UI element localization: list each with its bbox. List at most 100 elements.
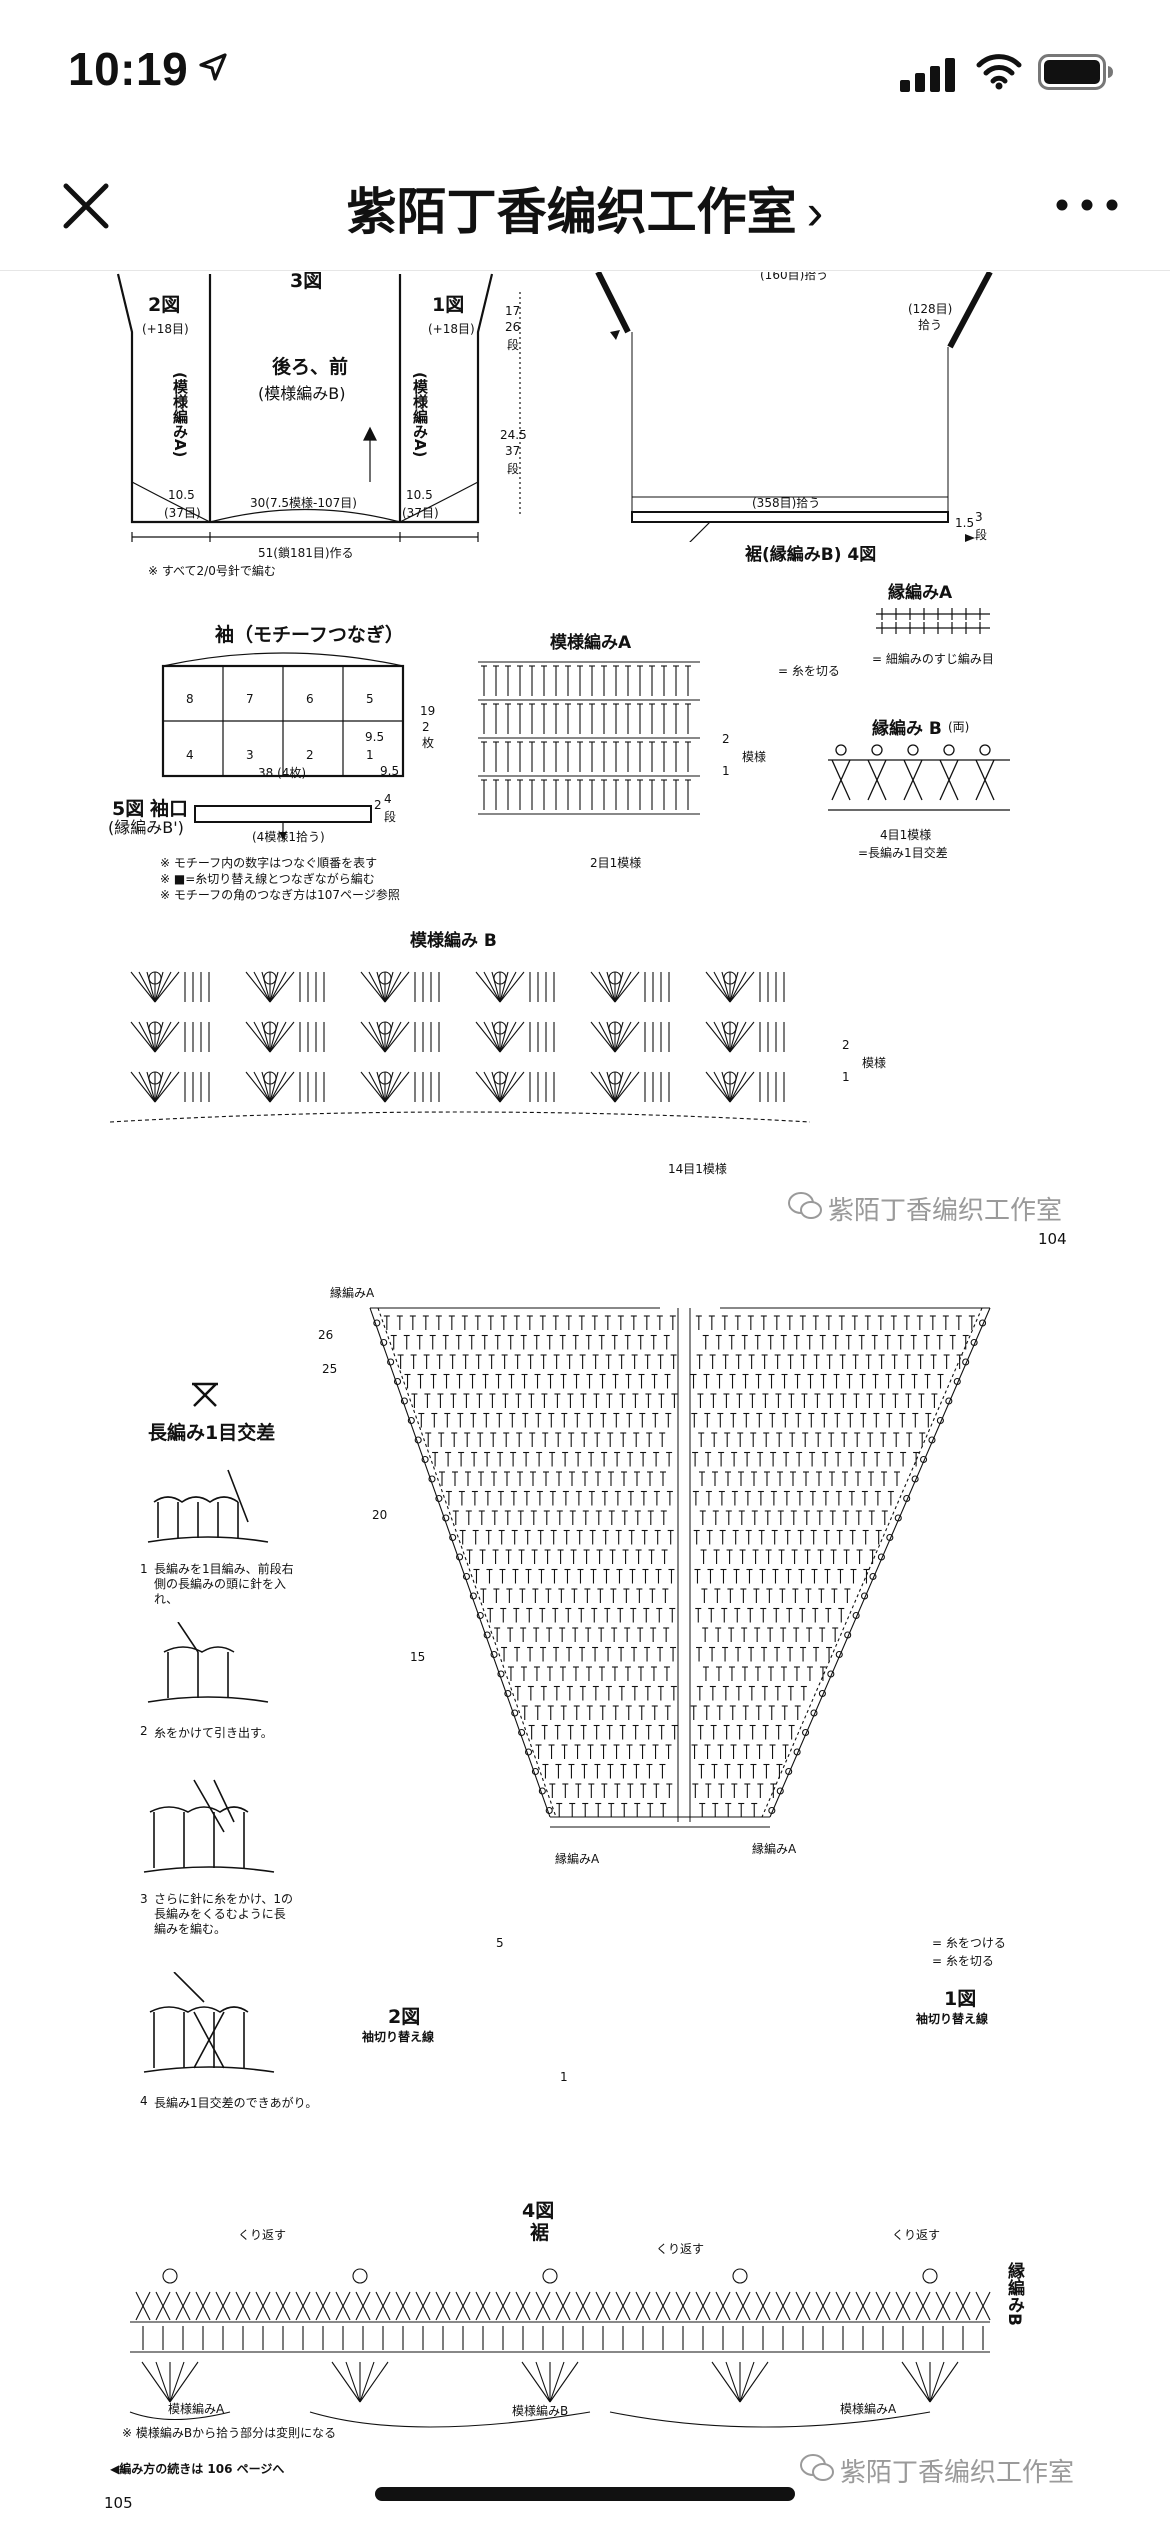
cut-legend: = 糸を切る [778,664,840,678]
motif-8: 8 [186,692,194,706]
wechat-icon [800,2454,834,2481]
edge-b-chart [828,744,1010,811]
sleeve-width: 38 (4枚) [258,766,307,780]
edge-a-chart [876,608,990,634]
panel-2-chart-label: 2図 [388,2006,421,2028]
row-mark-20: 20 [372,1508,388,1522]
edge-a-title: 縁編みA [888,583,953,603]
sleeve-chart [369,1307,991,1828]
hem-chart-number: 4図 [522,2200,555,2222]
pattern-b-r2: 2 [842,1038,850,1052]
hem-dim-15: 1.5 [955,516,975,530]
hem-rows: 段 [975,528,988,542]
tutorial-step-2-text: 糸をかけて引き出す。 [154,1726,273,1740]
account-title[interactable]: 紫陌丁香编织工作室› [0,172,1170,244]
motif-4: 4 [186,748,194,762]
sleeve-note-1: ※ モチーフ内の数字はつなぐ順番を表す [160,856,378,870]
pattern-b-chart [109,971,811,1123]
page-number-105: 105 [104,2494,133,2512]
cuff-number: 5図 [112,798,145,820]
edge-b-title: 縁編み B [872,719,942,739]
pattern-a-repeat: 2目1模様 [590,856,642,870]
continue-note: ◀編み方の続きは 106 ページへ [110,2462,285,2476]
cuff-count: (4模様1拾う) [252,830,325,844]
note-hook: ※ すべて2/0号針で編む [148,564,276,578]
row-mark-15: 15 [410,1650,426,1664]
plus18-left: (+18目) [142,322,189,336]
tutorial-step-1-number: 1 [140,1562,148,1576]
hem-chart-title: 裾 [530,2222,550,2244]
sleeve-dim-2: 2 [422,720,430,734]
page-number-104: 104 [1038,1230,1067,1248]
tutorial-step-3-illustration [143,1779,275,1873]
tutorial-step-1-illustration [147,1469,269,1543]
motif-5: 5 [366,692,374,706]
dim-26: 26 [505,320,521,334]
tutorial-step-1-text: 長編みを1目編み、前段右側の長編みの頭に針を入れ、 [154,1562,294,1606]
hem-pattern-a-left: 模様編みA [168,2402,225,2416]
pattern-b-side: 模様 [862,1056,887,1070]
sleeve-dim-19: 19 [420,704,436,718]
pattern-a-side: 模様 [742,750,767,764]
sleeve-dim-95b: 9.5 [380,764,400,778]
row-mark-25: 25 [322,1362,338,1376]
watermark-104: 紫陌丁香编织工作室 [828,1196,1063,1226]
account-name: 紫陌丁香编织工作室 [346,183,797,241]
pattern-b-title: 模様編み B [410,931,497,951]
hem-pattern-a-right: 模様編みA [840,2402,897,2416]
tutorial-step-2-illustration [147,1622,269,1703]
cuff-label: 袖口 [150,798,189,820]
panel-2-label: 2図 [148,294,181,316]
home-indicator [375,2487,795,2501]
tutorial-step-4-illustration [143,1972,275,2073]
motif-7: 7 [246,692,254,706]
row-mark-5: 5 [496,1936,504,1950]
motif-1: 1 [366,748,374,762]
location-arrow-icon [199,53,227,81]
width-left-1: 10.5 [168,488,195,502]
width-left-2: (37目) [164,506,201,520]
edge-b-cross-legend: =長編み1目交差 [858,846,948,860]
pattern-b-repeat: 14目1模様 [668,1162,727,1176]
plus18-right: (+18目) [428,322,475,336]
hem-title: 裾(縁編みB) 4図 [745,545,877,565]
tutorial-step-4-number: 4 [140,2094,148,2108]
wechat-icon [788,1192,822,1219]
cuff-pattern: (縁編みB') [108,818,184,837]
hem-pattern-b: 模様編みB [512,2404,569,2418]
hem-top-count: (160目)拾う [760,272,829,282]
status-bar: 10:19 [0,0,1170,150]
pattern-a-r2: 2 [722,732,730,746]
sleeve-schematic [161,652,405,840]
status-time: 10:19 [68,43,189,95]
tutorial-step-2-number: 2 [140,1724,148,1738]
row-mark-26: 26 [318,1328,334,1342]
nav-bar: 紫陌丁香编织工作室› [0,150,1170,271]
dim-rows: 段 [507,338,520,352]
hem-repeat-1: くり返す [238,2228,287,2242]
sleeve-dim-sheets: 枚 [422,736,435,750]
panel-2-sub: 袖切り替え線 [362,2030,435,2044]
edge-b-repeat: 4目1模様 [880,828,932,842]
edge-a-legend: = 細編みのすじ編み目 [872,652,994,666]
close-icon[interactable] [56,176,116,236]
dim-17: 17 [505,304,521,318]
hem-schematic [595,272,993,542]
panel-3-label: 3図 [290,272,323,292]
sleeve-dim-95: 9.5 [365,730,385,744]
edge-a-top-label: 縁編みA [330,1286,375,1300]
dim-rows-2: 段 [507,462,520,476]
right-bottom-edge-label: 縁編みA [752,1842,797,1856]
back-front-label: 後ろ、前 [272,356,349,378]
pattern-a-title: 模様編みA [550,633,632,653]
more-icon[interactable] [1052,190,1122,220]
sleeve-note-2: ※ ■=糸切り替え線とつなぎながら編む [160,872,375,886]
legend-cut: = 糸を切る [932,1954,994,1968]
cuff-dim-2: 2 [374,798,382,812]
watermark-105: 紫陌丁香编织工作室 [840,2458,1075,2488]
tutorial-title: 長編み1目交差 [148,1422,276,1444]
chevron-right-icon: › [806,184,824,240]
motif-3: 3 [246,748,254,762]
dim-37: 37 [505,444,521,458]
hem-repeat-3: くり返す [892,2228,941,2242]
